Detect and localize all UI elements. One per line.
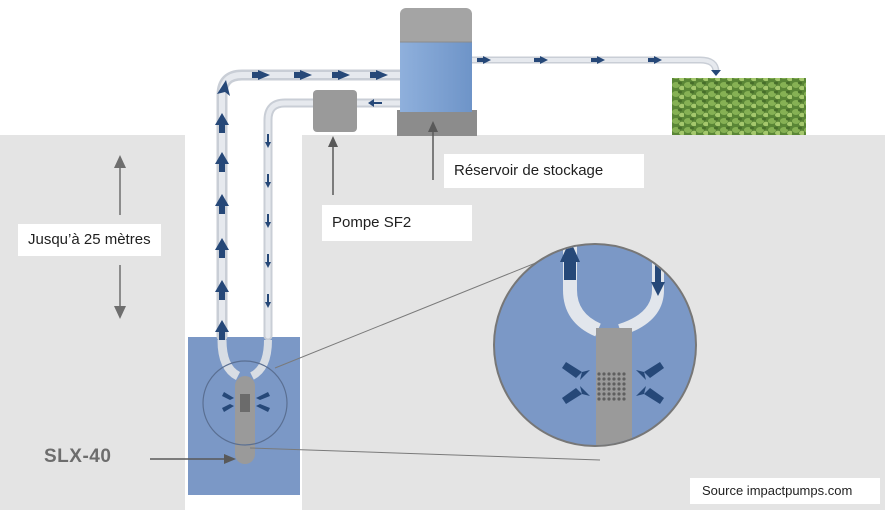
ground: [0, 135, 885, 510]
return-flow-arrows: [265, 99, 382, 308]
field-flow-arrows: [477, 56, 721, 76]
callout-pointers: [150, 121, 438, 464]
zoom-flow-arrows: [560, 245, 665, 404]
rising-flow-arrows: [215, 80, 230, 340]
pump-label: Pompe SF2: [322, 205, 472, 241]
zoom-connector-lines: [249, 257, 601, 461]
intake-flow-arrows: [222, 392, 270, 412]
tank-label: Réservoir de stockage: [444, 154, 644, 188]
well-pump-slx40: [202, 339, 288, 464]
field-pipe: [472, 56, 720, 73]
source-label: Source impactpumps.com: [690, 478, 880, 504]
storage-tank: [397, 8, 477, 136]
depth-label: Jusqu’à 25 mètres: [18, 224, 161, 256]
well-pump-label: SLX-40: [44, 446, 112, 467]
top-flow-arrows: [252, 70, 388, 80]
double-headed-arrow-icon: [114, 155, 126, 319]
crop-field: [672, 78, 806, 135]
surface-pump-sf2: [313, 90, 357, 132]
zoom-detail: [493, 243, 697, 447]
intake-screen-icon: [597, 372, 626, 401]
intake-screen-icon: [240, 394, 250, 412]
